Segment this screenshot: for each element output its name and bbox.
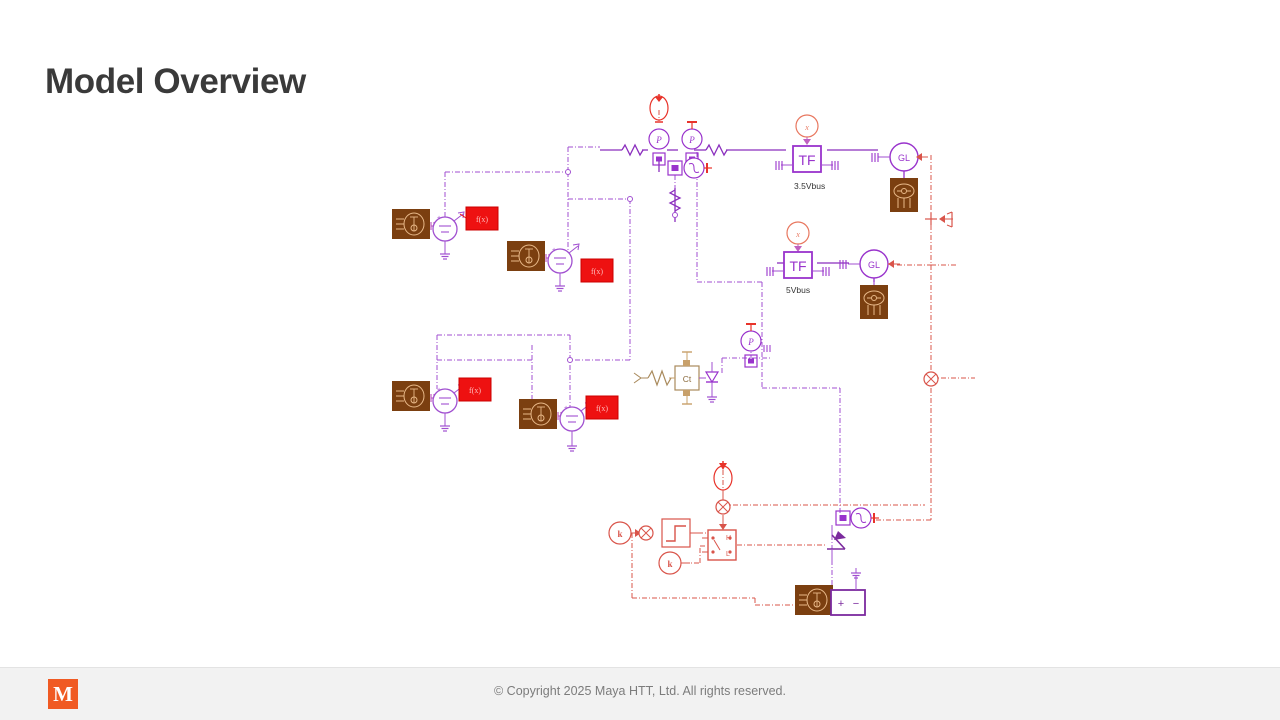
bus-label-5v: 5Vbus <box>786 285 810 295</box>
thermal-source-group-3[interactable]: + f(x) <box>392 377 492 432</box>
transformer-5v[interactable]: x TF <box>766 221 830 279</box>
diode-icon[interactable] <box>704 362 720 403</box>
model-overview-schematic: P P <box>392 94 975 616</box>
pressure-sensor-1[interactable]: P <box>648 128 670 166</box>
svg-text:TF: TF <box>798 152 815 168</box>
thermal-source-group-4[interactable]: + f(x) <box>519 395 619 452</box>
current-sensor-block[interactable] <box>835 507 879 529</box>
battery-group[interactable]: + − <box>795 567 866 616</box>
resistor-icon <box>705 143 728 157</box>
load-gl-5v[interactable]: GL <box>839 249 900 319</box>
thermal-source-group-1[interactable]: + f(x) <box>392 206 499 260</box>
power-wires <box>600 149 905 282</box>
svg-text:GL: GL <box>898 153 910 163</box>
purple-signal-routing <box>436 146 857 590</box>
svg-text:P: P <box>688 135 695 145</box>
sum-junction-icon <box>638 525 654 541</box>
sum-junction-icon <box>715 499 731 515</box>
pressure-sensor-3[interactable]: P <box>740 323 771 368</box>
svg-text:L: L <box>726 551 730 558</box>
red-signal-routing <box>631 110 975 606</box>
probe-icon <box>649 94 669 123</box>
gain-k-1[interactable]: k <box>608 521 641 545</box>
switch-icon[interactable] <box>827 525 846 562</box>
transformer-3v5[interactable]: x TF <box>775 114 839 173</box>
maya-htt-logo: M <box>48 679 78 709</box>
svg-text:x: x <box>804 123 809 132</box>
wire-nodes <box>565 169 678 363</box>
svg-text:k: k <box>667 559 672 569</box>
svg-text:f(x): f(x) <box>591 267 603 276</box>
svg-text:f(x): f(x) <box>476 215 488 224</box>
svg-text:f(x): f(x) <box>469 386 481 395</box>
resistor-icon <box>668 189 682 212</box>
svg-text:P: P <box>655 135 662 145</box>
svg-text:P: P <box>747 337 754 347</box>
svg-text:H: H <box>726 535 731 542</box>
page-title: Model Overview <box>45 62 306 101</box>
load-probe-icon <box>713 461 733 500</box>
relay-hl[interactable]: H L <box>702 517 737 561</box>
gain-k-2[interactable]: k <box>658 551 690 575</box>
capacitor-ct[interactable]: Ct <box>633 351 706 405</box>
svg-text:+: + <box>564 405 568 412</box>
svg-text:Ct: Ct <box>683 374 692 384</box>
svg-text:+: + <box>437 387 441 394</box>
resistor-icon <box>621 143 644 157</box>
svg-text:−: − <box>853 598 859 610</box>
bus-label-3v5: 3.5Vbus <box>794 181 825 191</box>
step-function-icon[interactable] <box>661 518 700 548</box>
sum-junction-icon <box>923 371 939 387</box>
svg-text:TF: TF <box>789 258 806 274</box>
svg-text:+: + <box>838 598 844 610</box>
svg-text:x: x <box>795 230 800 239</box>
load-gl-3v5[interactable]: GL <box>871 142 928 212</box>
svg-text:+: + <box>437 215 441 222</box>
svg-text:GL: GL <box>868 260 880 270</box>
flow-sensor-block[interactable] <box>667 157 712 179</box>
svg-text:k: k <box>617 529 622 539</box>
footer-bar: M © Copyright 2025 Maya HTT, Ltd. All ri… <box>0 667 1280 720</box>
svg-text:+: + <box>552 247 556 254</box>
copyright-text: © Copyright 2025 Maya HTT, Ltd. All righ… <box>494 684 786 698</box>
thermal-source-group-2[interactable]: + f(x) <box>507 241 614 292</box>
signal-junction-upper <box>925 211 953 228</box>
svg-text:f(x): f(x) <box>596 404 608 413</box>
